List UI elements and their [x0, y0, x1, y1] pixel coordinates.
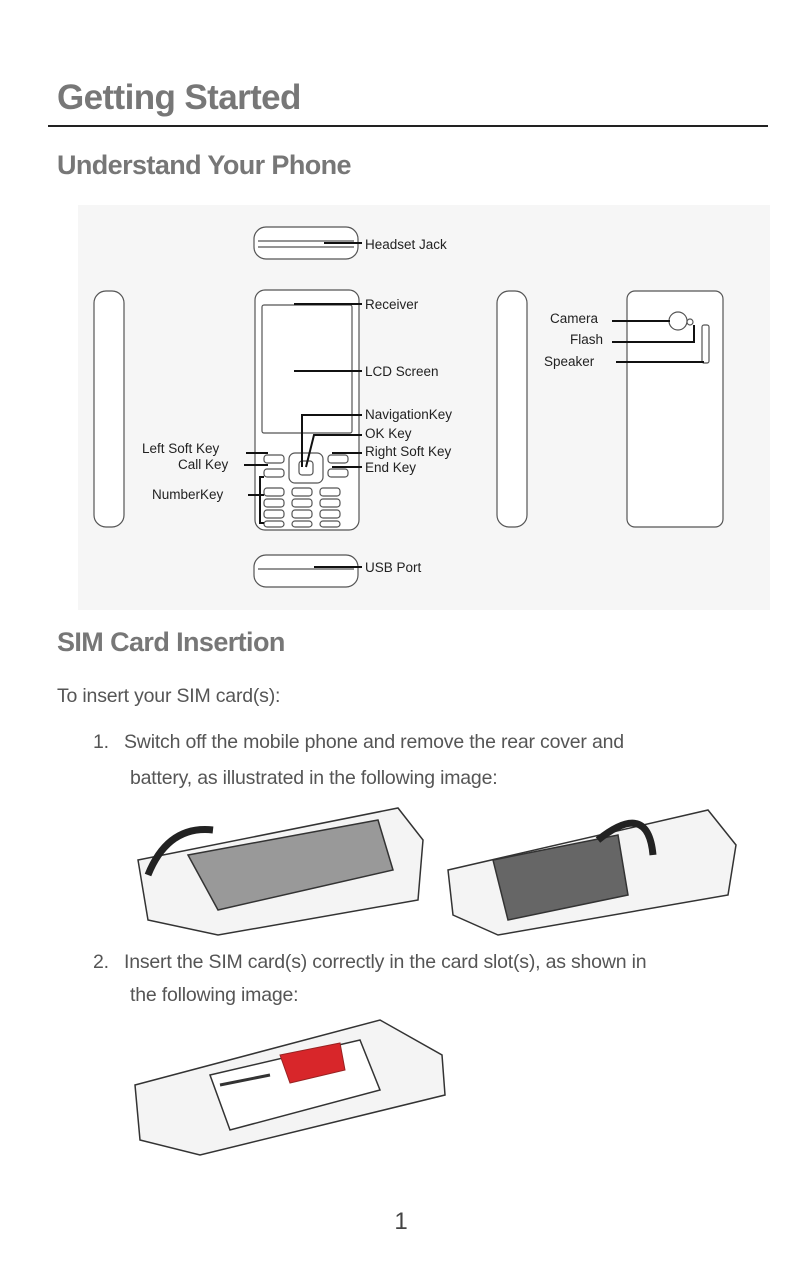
label-call-key: Call Key — [178, 457, 229, 472]
label-left-soft-key: Left Soft Key — [142, 441, 220, 456]
label-end-key: End Key — [365, 460, 417, 475]
label-lcd-screen: LCD Screen — [365, 364, 439, 379]
step-2-line-2: the following image: — [130, 984, 299, 1006]
step-1-line-2: battery, as illustrated in the following… — [130, 767, 498, 789]
sim-intro-text: To insert your SIM card(s): — [57, 685, 281, 707]
step-1-number: 1. — [93, 731, 109, 753]
page-number: 1 — [394, 1208, 408, 1235]
label-camera: Camera — [550, 311, 599, 326]
label-navigation-key: NavigationKey — [365, 407, 453, 422]
label-usb-port: USB Port — [365, 560, 422, 575]
step-2-number: 2. — [93, 951, 109, 973]
label-right-soft-key: Right Soft Key — [365, 444, 452, 459]
page-title: Getting Started — [57, 78, 301, 117]
phone-diagram: Headset Jack Receiver LCD Screen Navigat… — [78, 205, 770, 610]
label-flash: Flash — [570, 332, 604, 347]
section-heading-sim-insertion: SIM Card Insertion — [57, 627, 285, 657]
title-divider — [48, 125, 768, 127]
label-number-key: NumberKey — [152, 487, 224, 502]
step-1-line-1: Switch off the mobile phone and remove t… — [124, 731, 624, 753]
label-speaker: Speaker — [544, 354, 595, 369]
insert-sim-illustration — [134, 1019, 446, 1156]
label-receiver: Receiver — [365, 297, 419, 312]
label-ok-key: OK Key — [365, 426, 412, 441]
label-headset-jack: Headset Jack — [365, 237, 447, 252]
section-heading-understand-phone: Understand Your Phone — [57, 150, 352, 180]
sim-card-slot — [279, 1042, 346, 1084]
step-2-line-1: Insert the SIM card(s) correctly in the … — [124, 951, 647, 973]
remove-cover-illustration — [137, 807, 737, 936]
phone-illustration — [93, 226, 724, 588]
